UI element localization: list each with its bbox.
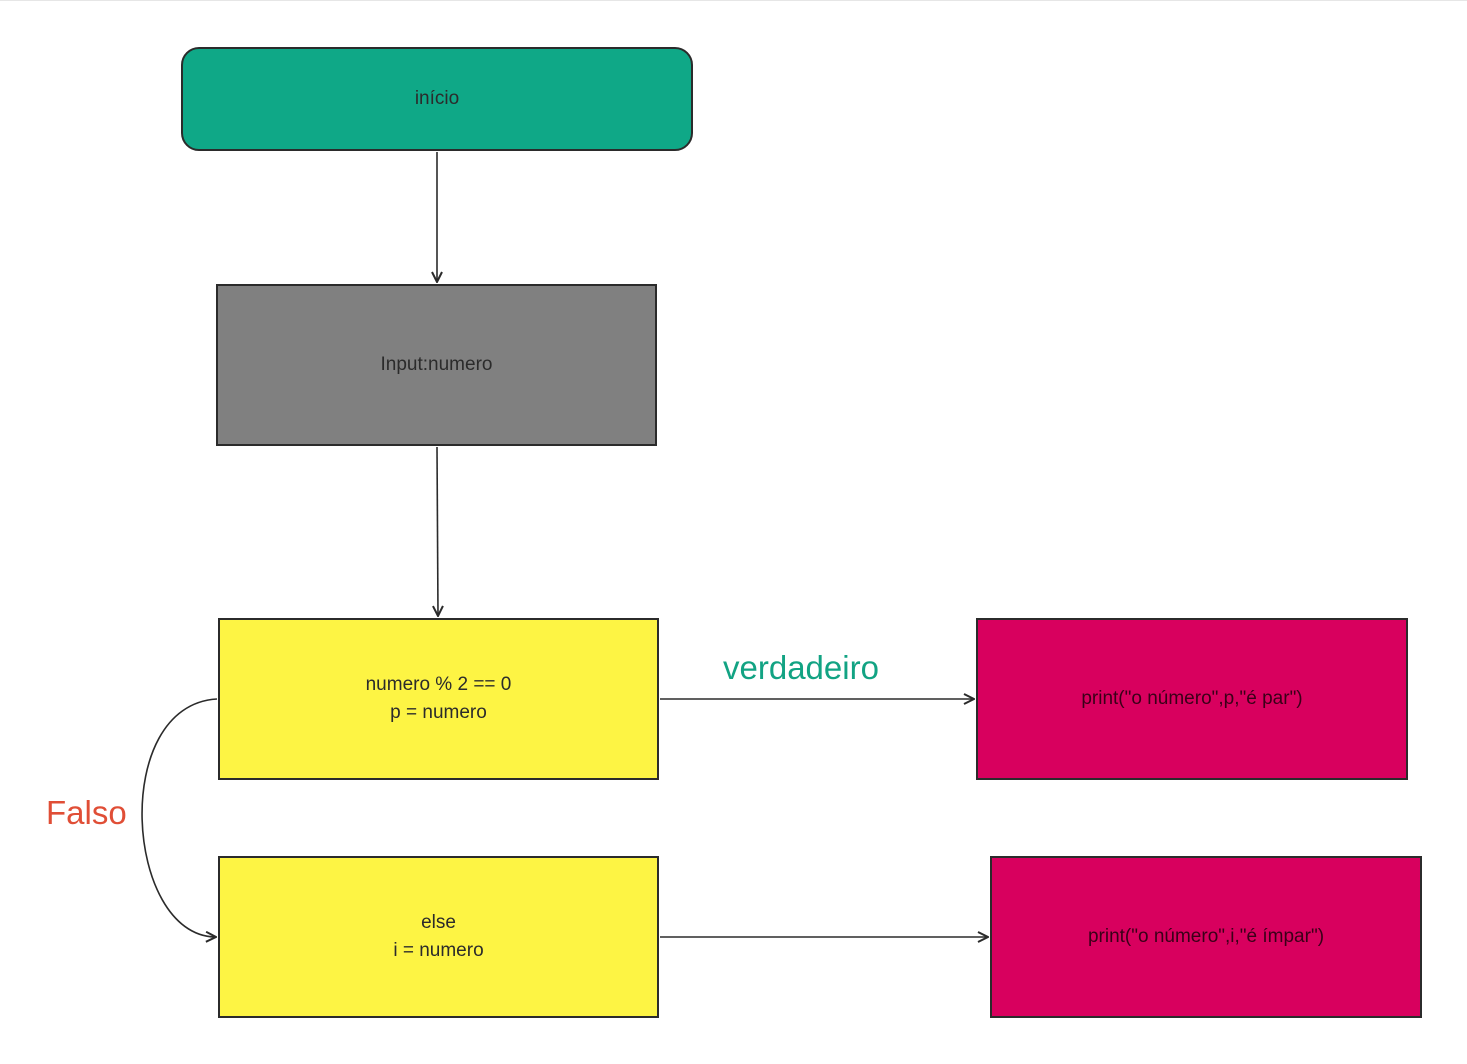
edge-if-false — [141, 698, 217, 937]
print-odd-node[interactable]: print("o número",i,"é ímpar") — [990, 856, 1422, 1018]
input-label: Input:numero — [380, 354, 493, 375]
print-even-node[interactable]: print("o número",p,"é par") — [976, 618, 1408, 780]
edge-input-to-if — [437, 446, 438, 615]
print-odd-label: print("o número",i,"é ímpar") — [1087, 926, 1325, 947]
decision-condition: numero % 2 == 0 — [365, 674, 512, 695]
input-node[interactable]: Input:numero — [216, 284, 657, 446]
start-node[interactable]: início — [181, 47, 693, 151]
start-label: início — [414, 88, 460, 109]
else-assignment: i = numero — [393, 940, 484, 961]
else-node[interactable]: else i = numero — [218, 856, 659, 1018]
decision-assignment: p = numero — [390, 702, 487, 723]
else-keyword: else — [421, 912, 456, 933]
top-border — [0, 0, 1467, 1]
true-edge-label: verdadeiro — [723, 649, 879, 686]
decision-node[interactable]: numero % 2 == 0 p = numero — [218, 618, 659, 780]
print-even-label: print("o número",p,"é par") — [1081, 688, 1303, 709]
false-edge-label: Falso — [46, 794, 127, 831]
